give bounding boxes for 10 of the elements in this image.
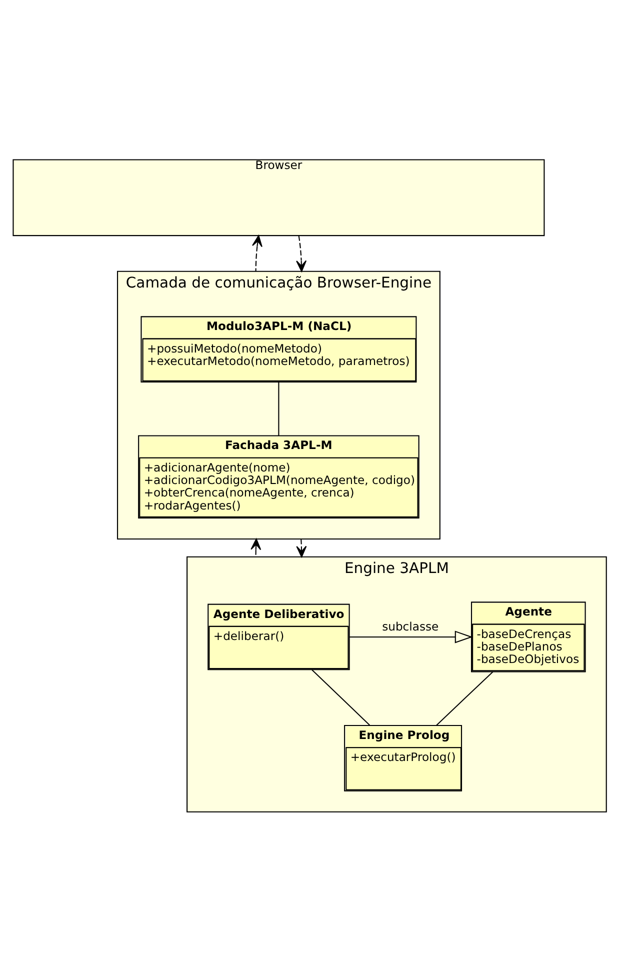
arrow <box>251 234 262 271</box>
connector <box>311 669 370 725</box>
arrow <box>296 235 306 272</box>
edge-label: subclasse <box>382 618 438 633</box>
node-box: Browser <box>12 158 544 236</box>
connector <box>436 670 493 726</box>
arrow <box>296 538 306 557</box>
connector <box>278 382 279 436</box>
arrow <box>250 538 261 556</box>
arrow <box>349 630 472 643</box>
